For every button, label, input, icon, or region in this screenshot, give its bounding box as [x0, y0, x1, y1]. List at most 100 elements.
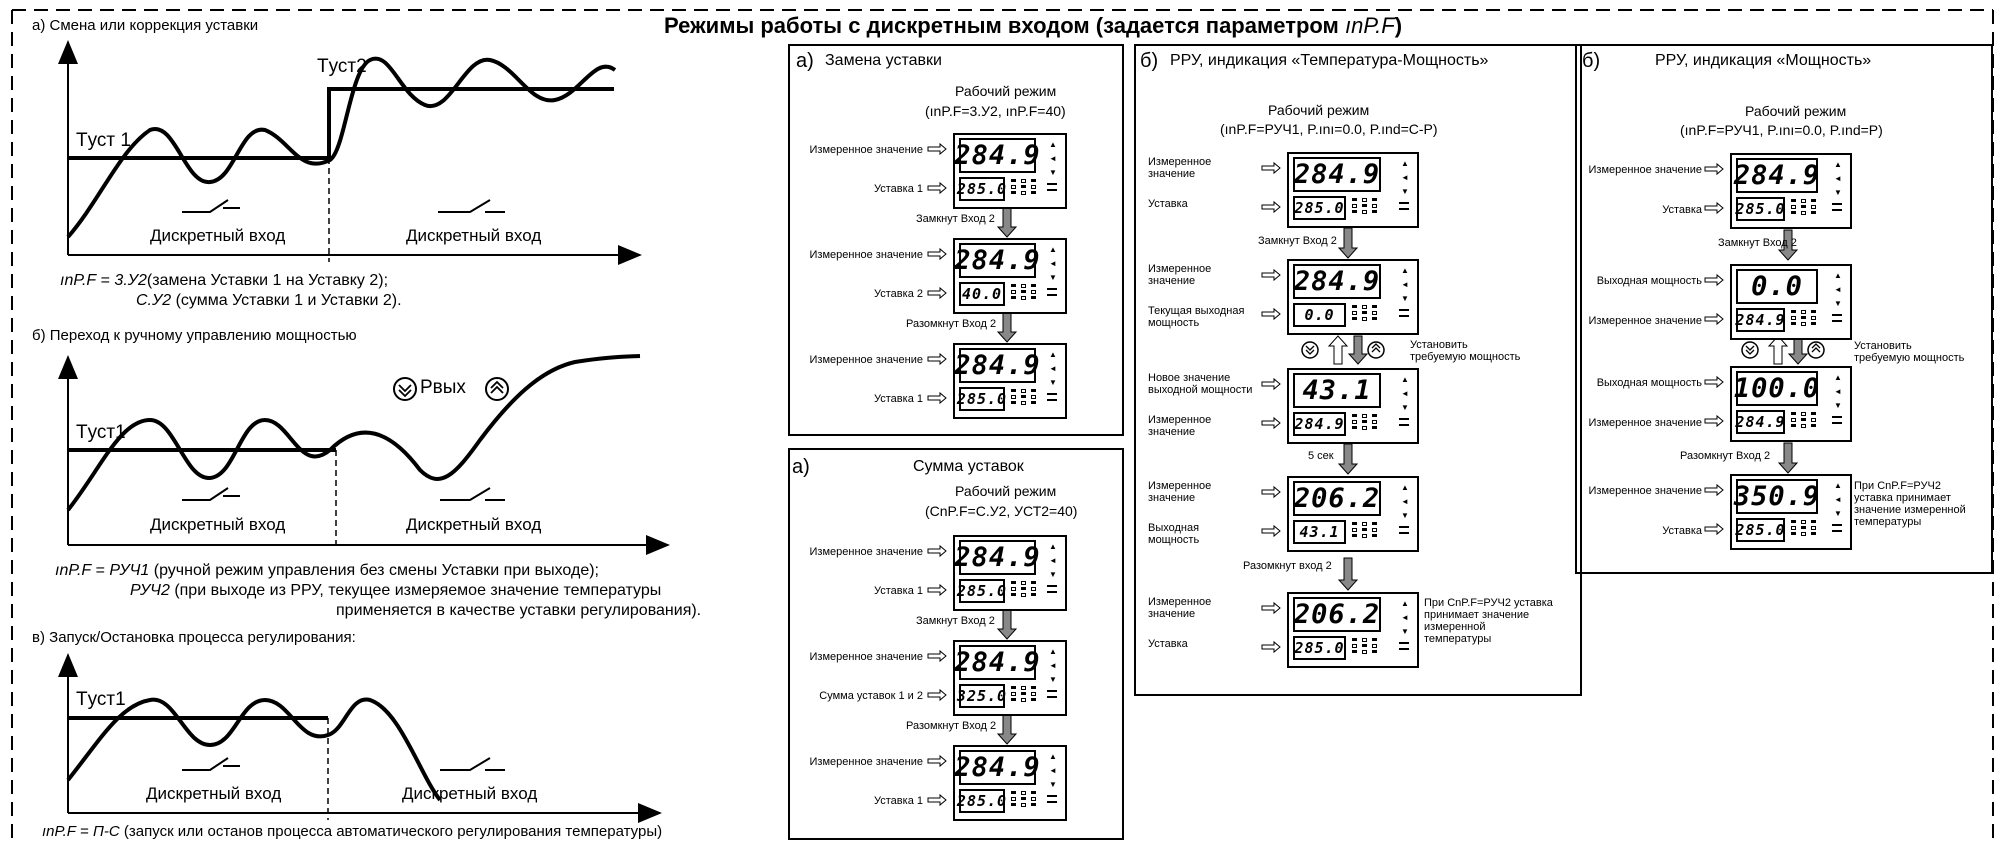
b1-dev3-indicator-led — [1352, 522, 1357, 525]
left-button-icon[interactable]: ◄ — [1049, 661, 1057, 670]
left-button-icon[interactable]: ◄ — [1834, 285, 1842, 294]
down-button-icon[interactable]: ▼ — [1049, 780, 1057, 789]
up-button-icon[interactable]: ▲ — [1834, 481, 1842, 490]
a1-dev2-indicator-led — [1031, 401, 1036, 404]
up-button-icon[interactable]: ▲ — [1049, 245, 1057, 254]
left-button-icon[interactable]: ◄ — [1049, 556, 1057, 565]
b1-label-bottom: Выходная мощность — [1148, 522, 1200, 547]
a1-label-measured: Измеренное значение — [809, 144, 924, 156]
left-button-icon[interactable]: ◄ — [1401, 173, 1409, 182]
up-button-icon[interactable]: ▲ — [1049, 647, 1057, 656]
a2-dev2-display-top-value: 284.9 — [954, 752, 1041, 783]
up-button-icon[interactable]: ▲ — [1401, 159, 1409, 168]
b1-transition-5s: 5 сек — [1308, 450, 1334, 462]
pointer-arrow-icon — [927, 649, 947, 663]
a1-dev0-display-bottom-value: 285.0 — [956, 180, 1008, 198]
a2-dev2-indicator-led — [1011, 791, 1016, 794]
pointer-arrow-icon — [927, 793, 947, 807]
down-button-icon[interactable]: ▼ — [1049, 273, 1057, 282]
b1-dev3-display-top: 206.2 — [1293, 481, 1381, 516]
left-button-icon[interactable]: ◄ — [1049, 364, 1057, 373]
b1-dev0-indicator-led — [1362, 204, 1367, 207]
up-button-icon[interactable]: ▲ — [1049, 542, 1057, 551]
up-button-icon[interactable]: ▲ — [1401, 599, 1409, 608]
up-button-icon[interactable]: ▲ — [1401, 483, 1409, 492]
a2-dev0-indicator-led — [1021, 587, 1026, 590]
transition-arrow-icon — [1787, 335, 1809, 365]
up-button-icon[interactable]: ▲ — [1834, 373, 1842, 382]
a1-dev2-display-top-value: 284.9 — [954, 350, 1041, 381]
a2-dev2-indicator-led — [1011, 797, 1016, 801]
a2-dev0-indicator-led — [1021, 581, 1026, 585]
transition-arrow-icon — [996, 206, 1018, 238]
left-button-icon[interactable]: ◄ — [1401, 613, 1409, 622]
b1-dev0-display-bottom: 285.0 — [1293, 196, 1346, 220]
a-switch-open-icon — [438, 199, 505, 213]
a1-label-setpoint: Уставка 1 — [874, 393, 923, 405]
down-button-icon[interactable]: ▼ — [1834, 401, 1842, 410]
up-button-icon[interactable]: ▲ — [1834, 160, 1842, 169]
b1-dev2-btn-line — [1399, 424, 1409, 426]
left-button-icon[interactable]: ◄ — [1834, 495, 1842, 504]
pointer-arrow-icon — [927, 544, 947, 558]
b1-dev4-indicator-led — [1372, 650, 1377, 653]
up-button-icon[interactable]: ▲ — [1401, 375, 1409, 384]
left-button-icon[interactable]: ◄ — [1049, 766, 1057, 775]
transition-arrow-icon — [1337, 443, 1359, 475]
up-arrow-icon — [1767, 335, 1789, 365]
down-button-icon[interactable]: ▼ — [1401, 294, 1409, 303]
down-button-icon[interactable]: ▼ — [1049, 675, 1057, 684]
panel-b1-title: РРУ, индикация «Температура-Мощность» — [1170, 52, 1489, 69]
b-param-line1: ınP.F = РУЧ1 (ручной режим управления бе… — [55, 562, 599, 579]
a2-dev2-indicator-led — [1021, 803, 1026, 807]
left-button-icon[interactable]: ◄ — [1401, 497, 1409, 506]
left-button-icon[interactable]: ◄ — [1401, 280, 1409, 289]
left-button-icon[interactable]: ◄ — [1401, 389, 1409, 398]
down-button-icon[interactable]: ▼ — [1401, 511, 1409, 520]
down-button-icon[interactable]: ▼ — [1834, 188, 1842, 197]
left-button-icon[interactable]: ◄ — [1834, 174, 1842, 183]
b1-dev0-display-top: 284.9 — [1293, 157, 1381, 192]
up-button-icon[interactable]: ▲ — [1834, 271, 1842, 280]
a1-dev1-display-bottom-value: 40.0 — [961, 285, 1003, 303]
a1-dev1-indicator-led — [1031, 290, 1036, 294]
transition-arrow-icon — [1337, 227, 1359, 259]
up-button-icon[interactable]: ▲ — [1049, 350, 1057, 359]
a2-dev0-display-bottom: 285.0 — [957, 579, 1006, 603]
b1-dev3-display-top-value: 206.2 — [1293, 483, 1381, 514]
left-button-icon[interactable]: ◄ — [1049, 154, 1057, 163]
down-button-icon[interactable]: ▼ — [1401, 403, 1409, 412]
b-param-line2: РУЧ2 (при выходе из РРУ, текущее измеряе… — [130, 582, 662, 599]
a-temperature-curve — [66, 56, 617, 239]
down-button-icon[interactable]: ▼ — [1049, 570, 1057, 579]
left-button-icon[interactable]: ◄ — [1049, 259, 1057, 268]
down-button-icon[interactable]: ▼ — [1834, 509, 1842, 518]
down-button-icon[interactable]: ▼ — [1401, 627, 1409, 636]
a1-dev1-indicator-led — [1021, 296, 1026, 300]
b2-label-bottom: Измеренное значение — [1588, 315, 1703, 327]
b2-dev2-indicator-led — [1801, 424, 1806, 428]
panel-b2-params: (ınP.F=РУЧ1, P.ını=0.0, P.ınd=P) — [1680, 122, 1883, 138]
up-button-icon[interactable]: ▲ — [1401, 266, 1409, 275]
left-button-icon[interactable]: ◄ — [1834, 387, 1842, 396]
down-button-icon[interactable]: ▼ — [1049, 168, 1057, 177]
b1-dev2-indicator-led — [1352, 414, 1357, 417]
section-b-heading: б) Переход к ручному управлению мощность… — [32, 327, 357, 344]
pointer-arrow-icon — [927, 754, 947, 768]
down-button-icon[interactable]: ▼ — [1401, 187, 1409, 196]
a2-dev1-indicator-led — [1031, 698, 1036, 701]
a1-dev0-btn-line — [1047, 183, 1057, 185]
a2-dev1-indicator-led — [1031, 686, 1036, 689]
up-button-icon[interactable]: ▲ — [1049, 140, 1057, 149]
b2-dev0-indicator-led — [1791, 199, 1796, 202]
b2-dev3-display-bottom: 285.0 — [1735, 518, 1785, 542]
panel-a2-params: (СnP.F=С.У2, УСТ2=40) — [925, 503, 1078, 519]
b1-dev0-indicator-led — [1372, 204, 1377, 208]
up-button-icon[interactable]: ▲ — [1049, 752, 1057, 761]
b2-dev2-indicator-led — [1811, 418, 1816, 422]
down-button-icon[interactable]: ▼ — [1834, 299, 1842, 308]
pointer-arrow-icon — [927, 247, 947, 261]
a1-dev0-indicator-led — [1021, 179, 1026, 183]
b2-label-top: Выходная мощность — [1596, 275, 1702, 287]
down-button-icon[interactable]: ▼ — [1049, 378, 1057, 387]
